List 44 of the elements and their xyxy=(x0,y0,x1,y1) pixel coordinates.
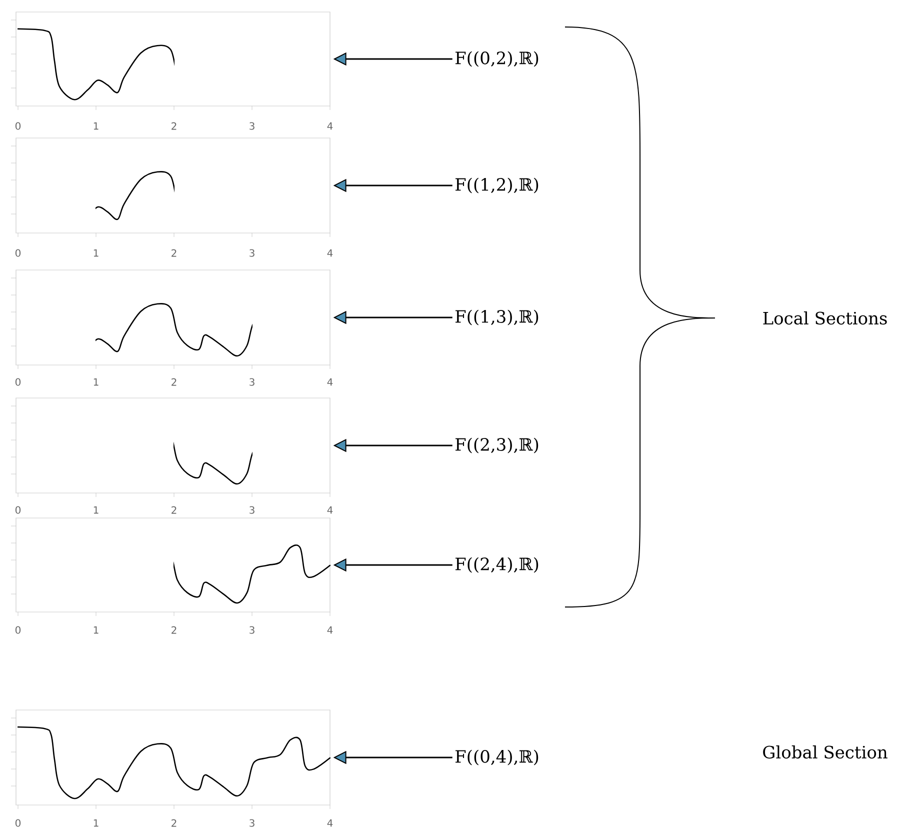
formula-label: F((1,3),ℝ) xyxy=(456,310,538,326)
tick-label: 2 xyxy=(172,626,176,634)
tick-label: 4 xyxy=(327,378,333,386)
section-label: Global Section xyxy=(763,745,888,759)
line-chart-drawing xyxy=(10,710,330,810)
tick-label: 4 xyxy=(327,249,333,257)
tick-label: 0 xyxy=(15,122,21,130)
tick-label: 0 xyxy=(15,506,21,514)
tick-label: 1 xyxy=(94,122,98,130)
tick-label: 3 xyxy=(250,249,254,257)
tick-label: 2 xyxy=(172,122,176,130)
formula-label: F((2,3),ℝ) xyxy=(456,438,538,454)
tick-label: 2 xyxy=(172,378,176,386)
tick-label: 1 xyxy=(94,506,98,514)
line-chart-drawing xyxy=(10,138,330,238)
tick-label: 3 xyxy=(250,626,254,634)
line-chart-drawing xyxy=(10,270,330,370)
line-chart-drawing xyxy=(10,518,330,616)
tick-label: 1 xyxy=(94,819,98,827)
tick-label: 2 xyxy=(172,249,176,257)
tick-label: 0 xyxy=(15,249,21,257)
tick-label: 3 xyxy=(250,506,254,514)
tick-label: 0 xyxy=(15,378,21,386)
tick-label: 4 xyxy=(327,626,333,634)
tick-label: 3 xyxy=(250,378,254,386)
tick-label: 1 xyxy=(94,378,98,386)
section-label: Local Sections xyxy=(763,311,887,325)
tick-label: 3 xyxy=(250,122,254,130)
tick-label: 4 xyxy=(327,819,333,827)
tick-label: 0 xyxy=(15,819,21,827)
tick-label: 0 xyxy=(15,626,21,634)
formula-label: F((0,2),ℝ) xyxy=(456,51,538,67)
tick-label: 2 xyxy=(172,819,176,827)
tick-label: 3 xyxy=(250,819,254,827)
formula-label: F((0,4),ℝ) xyxy=(456,750,538,766)
tick-label: 1 xyxy=(94,249,98,257)
tick-label: 4 xyxy=(327,122,333,130)
tick-label: 1 xyxy=(94,626,98,634)
line-chart-drawing xyxy=(10,12,330,110)
formula-label: F((1,2),ℝ) xyxy=(456,178,538,194)
formula-label: F((2,4),ℝ) xyxy=(456,557,538,573)
line-chart-drawing xyxy=(10,398,330,498)
tick-label: 2 xyxy=(172,506,176,514)
tick-label: 4 xyxy=(327,506,333,514)
